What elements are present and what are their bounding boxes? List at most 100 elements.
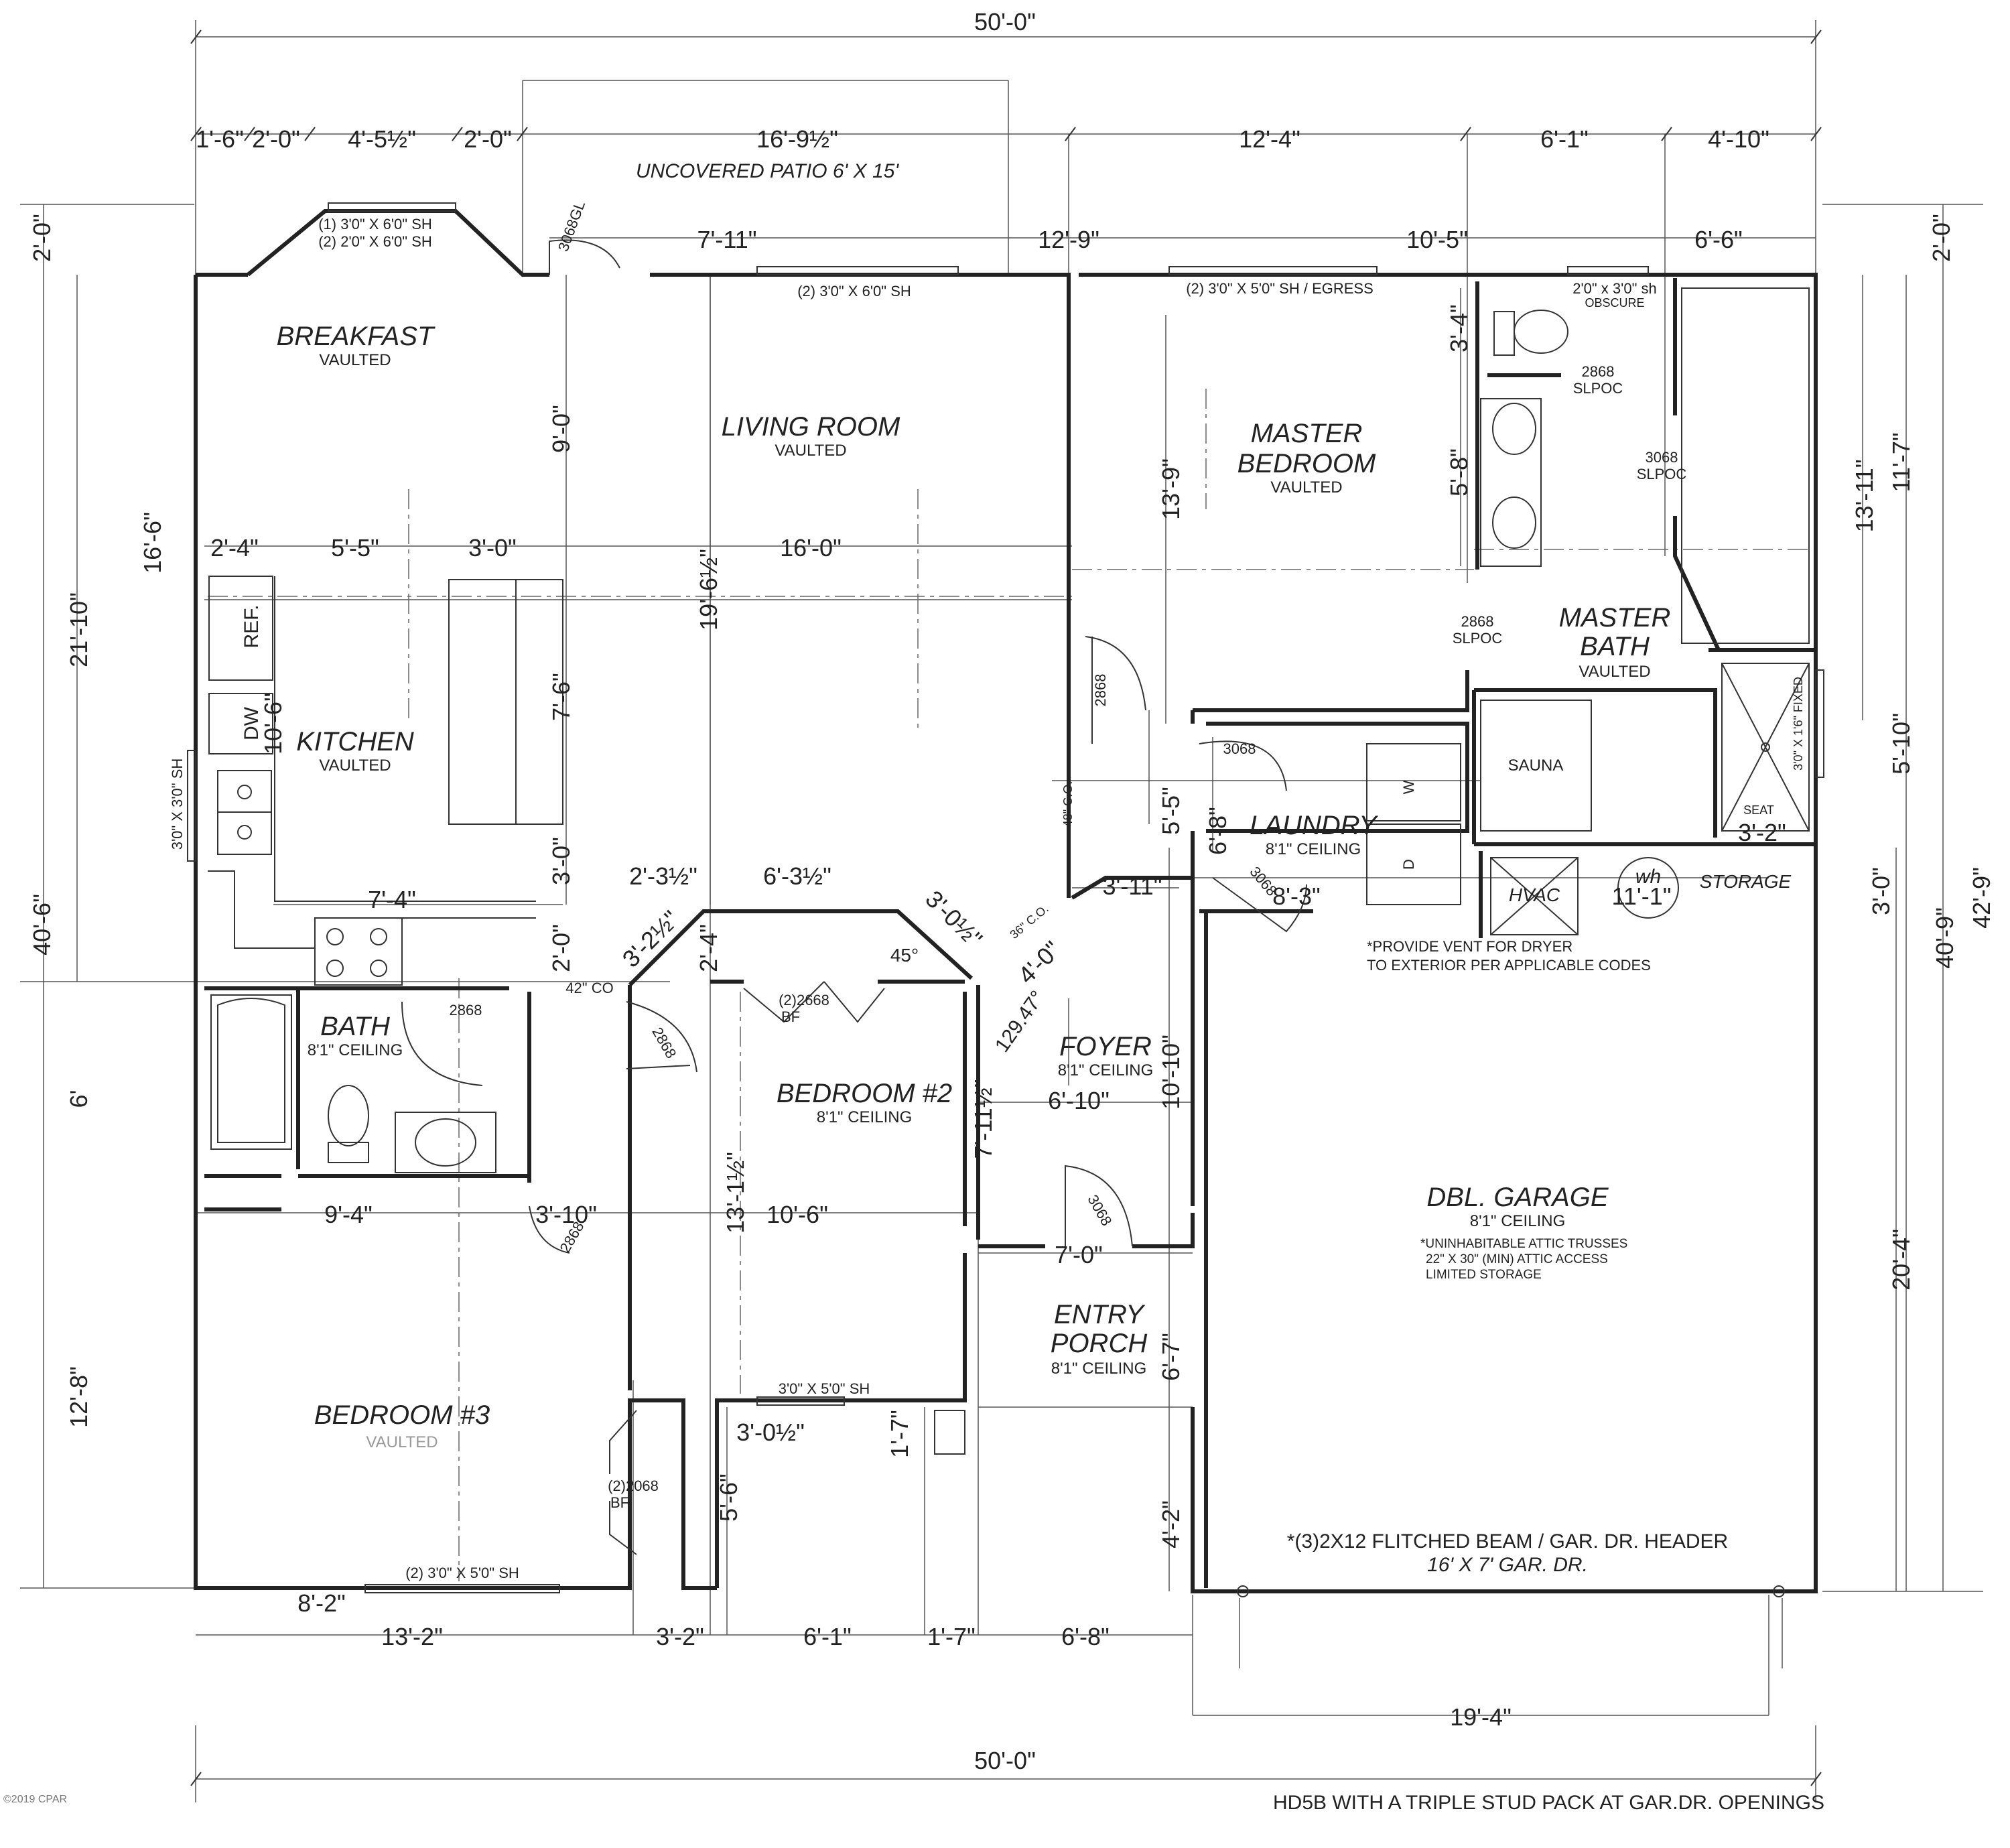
door-2868-bath: 2868 <box>450 1002 482 1018</box>
door-3068-foyer: 3068 <box>1084 1192 1115 1229</box>
door-2868-slpoc-b: 2868 <box>1461 613 1494 630</box>
dim-left-6: 6' <box>65 1090 92 1108</box>
door-3068gl: 3068GL <box>555 198 588 253</box>
dim-v20: 2'-0" <box>547 924 575 972</box>
room-master-bath-name-2: BATH <box>1580 632 1650 661</box>
dim-t8: 4'-10" <box>1708 125 1769 153</box>
room-bath-name: BATH <box>320 1012 390 1041</box>
toilet-master <box>1514 310 1568 354</box>
door-2868-hall: 2868 <box>649 1025 679 1061</box>
note-wh: wh <box>1635 866 1661 888</box>
door-bf-a: BF <box>781 1008 800 1025</box>
dryer <box>1366 823 1461 905</box>
windows <box>187 202 1824 1593</box>
note-co-48: 48" C.O. <box>1061 781 1075 827</box>
room-laundry-name: LAUNDRY <box>1250 811 1379 840</box>
dim-top-total: 50'-0" <box>974 8 1036 36</box>
dim-f2: 8'-3" <box>1272 882 1321 910</box>
dim-fo4: 7'-0" <box>1055 1241 1103 1268</box>
dim-t7: 6'-1" <box>1540 125 1589 153</box>
dim-t2: 2'-0" <box>252 125 300 153</box>
dim-v34: 3'-4" <box>1445 304 1473 352</box>
master-vanity <box>1480 398 1542 567</box>
note-copyright: ©2019 CPAR <box>3 1794 67 1805</box>
dim-left-218: 21'-10" <box>65 592 92 667</box>
dim-b2-8: 129.47° <box>991 987 1049 1057</box>
kitchen-island <box>448 579 563 825</box>
dim-bot3: 3'-2" <box>656 1623 704 1650</box>
washer <box>1366 743 1461 821</box>
shower <box>1721 663 1810 832</box>
note-dryer: D <box>1400 859 1417 870</box>
dim-v30: 3'-0" <box>547 837 575 885</box>
note-window-living: (2) 3'0" X 6'0" SH <box>797 283 911 300</box>
room-entry-porch-sub: 8'1" CEILING <box>1051 1360 1147 1378</box>
room-master-bedroom-name-2: BEDROOM <box>1237 449 1376 478</box>
dim-fo1: 6'-10" <box>1048 1087 1110 1114</box>
room-entry-porch-name-2: PORCH <box>1051 1329 1148 1358</box>
hvac-unit <box>1490 857 1579 935</box>
dim-right-510: 5'-10" <box>1887 713 1915 775</box>
dim-b2-7: 4'-0" <box>1012 935 1066 989</box>
dim-f4: 3'-2" <box>1738 819 1786 846</box>
dimensions: 50'-0" 50'-0" 1'-6" 2'-0" 4'-5½" 2'-0" 1… <box>28 8 1995 1774</box>
dim-bot7: 19'-4" <box>1450 1703 1512 1731</box>
dim-b2-4: 2'-4" <box>695 924 722 972</box>
dim-right-30: 3'-0" <box>1867 867 1895 915</box>
dim-t3: 4'-5½" <box>348 125 416 153</box>
dim-bot5: 1'-7" <box>927 1623 976 1650</box>
room-bedroom3-name: BEDROOM #3 <box>314 1400 490 1430</box>
note-co-42: 42" CO <box>565 980 613 996</box>
bath-vanity <box>395 1112 496 1173</box>
dim-bot6: 6'-8" <box>1061 1623 1110 1650</box>
room-master-bedroom-sub: VAULTED <box>1270 478 1342 497</box>
room-bedroom2-sub: 8'1" CEILING <box>817 1108 913 1126</box>
dim-p5: 4'-2" <box>1157 1500 1185 1548</box>
dim-left-2: 2'-0" <box>28 214 56 262</box>
room-patio-name: UNCOVERED PATIO 6' X 15' <box>636 160 899 182</box>
dim-left-128: 12'-8" <box>65 1366 92 1428</box>
center-lines <box>208 389 1809 1581</box>
dim-r2-1: 7'-11" <box>697 226 756 253</box>
room-master-bath-sub: VAULTED <box>1579 663 1650 681</box>
room-breakfast-name: BREAKFAST <box>277 322 436 351</box>
door-2068: (2)2068 <box>608 1477 659 1494</box>
fixtures <box>208 287 1810 1597</box>
dim-bot1: 8'-2" <box>297 1589 346 1617</box>
room-living-sub: VAULTED <box>775 442 846 460</box>
room-master-bedroom-name-1: MASTER <box>1251 419 1363 448</box>
dim-fo3: 7'-11½" <box>969 1079 997 1159</box>
room-entry-porch-name-1: ENTRY <box>1054 1300 1146 1329</box>
door-2868-master: 2868 <box>1092 674 1109 707</box>
sauna-box <box>1480 700 1592 832</box>
dishwasher <box>208 693 273 754</box>
note-gar-door: 16' X 7' GAR. DR. <box>1427 1554 1588 1576</box>
dim-r2-4: 6'-6" <box>1694 226 1743 253</box>
dim-p1: 3'-0½" <box>736 1418 805 1446</box>
dim-left-406: 40'-6" <box>28 894 56 955</box>
room-foyer-sub: 8'1" CEILING <box>1058 1061 1154 1079</box>
dim-k1: 2'-4" <box>210 534 259 562</box>
room-bedroom2-name: BEDROOM #2 <box>777 1079 952 1108</box>
dim-v55: 5'-5" <box>1157 787 1185 835</box>
note-window-bay-2: (2) 2'0" X 6'0" SH <box>318 233 432 250</box>
dim-b2-1: 2'-3½" <box>629 862 697 890</box>
room-foyer-name: FOYER <box>1059 1032 1152 1061</box>
dim-right-117: 11'-7" <box>1887 432 1915 492</box>
note-window-master: (2) 3'0" X 5'0" SH / EGRESS <box>1186 280 1374 297</box>
door-swings <box>401 239 1307 1555</box>
dim-bot4: 6'-1" <box>803 1623 852 1650</box>
dim-b3: 10'-6" <box>766 1201 828 1228</box>
room-bedroom3-sub: VAULTED <box>366 1433 438 1451</box>
note-window-bed2: 3'0" X 5'0" SH <box>779 1380 870 1397</box>
room-breakfast-sub: VAULTED <box>319 351 391 369</box>
dim-r2-2: 12'-9" <box>1038 226 1099 253</box>
dim-v1961: 19'-6½" <box>695 549 722 631</box>
note-window-mbath: 2'0" x 3'0" sh <box>1572 280 1657 297</box>
refrigerator <box>208 576 273 681</box>
note-window-kitchen: 3'0" X 3'0" SH <box>169 758 186 850</box>
note-window-shower: 3'0" X 1'6" FIXED <box>1792 677 1805 771</box>
dim-left-165: 16'-6" <box>139 512 166 574</box>
dim-f1: 3'-11" <box>1102 872 1162 900</box>
note-washer: W <box>1400 780 1417 794</box>
